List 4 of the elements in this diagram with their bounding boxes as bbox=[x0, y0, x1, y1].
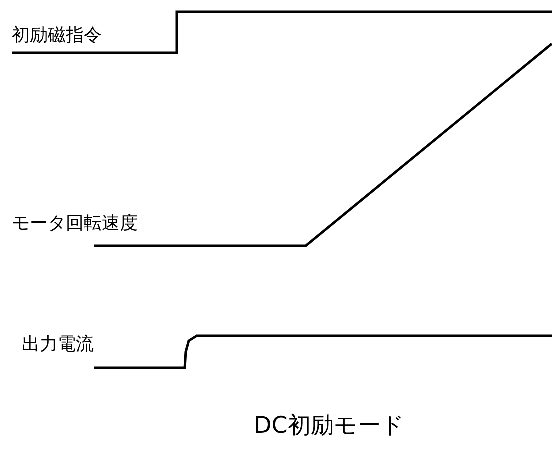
signal-label: 出力電流 bbox=[22, 335, 94, 355]
caption: DC初励モード bbox=[254, 414, 405, 440]
signal-label: 初励磁指令 bbox=[12, 26, 102, 46]
signal-label: モータ回転速度 bbox=[12, 214, 138, 234]
